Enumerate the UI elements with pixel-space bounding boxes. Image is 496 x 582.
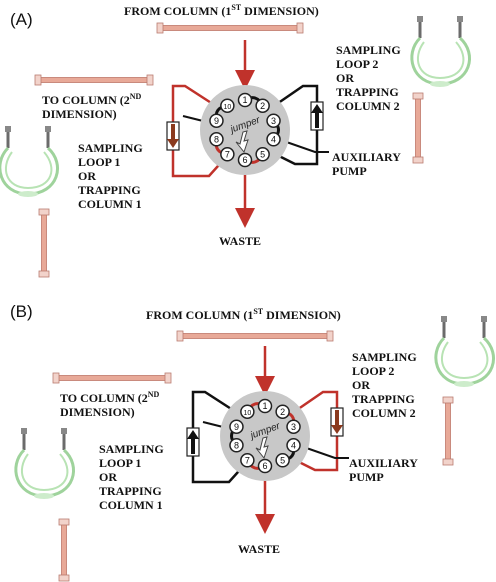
panel-a-port-label-6: 6 (242, 155, 247, 165)
panel-a-port-7 (220, 147, 235, 162)
panel-b-rotate-arrow-icon (255, 436, 269, 460)
panel-b-port-label-8: 8 (234, 440, 239, 450)
panel-b-port-label-1: 1 (262, 401, 267, 411)
panel-b-trap1-flow-arrow-icon (187, 430, 199, 454)
panel-a-port-label-2: 2 (260, 101, 265, 111)
panel-b-letter: (B) (10, 302, 33, 321)
panel-b-aux-pump-line (294, 443, 349, 459)
panel-a-rotate-arrow-icon (235, 130, 249, 154)
panel-a-port-label-1: 1 (242, 95, 247, 105)
panel-a-trap1-flow-arrow-icon (167, 124, 179, 148)
panel-b-port-7 (240, 453, 255, 468)
panel-b-loop2-coil-icon (434, 316, 495, 387)
panel-a-port-6 (237, 152, 253, 168)
panel-a-port-label-3: 3 (271, 116, 276, 126)
panel-a-port-2 (255, 98, 270, 113)
panel-a-from-column-label: FROM COLUMN (1ST DIMENSION) (124, 3, 319, 19)
panel-b-port-label-5: 5 (280, 455, 285, 465)
panel-a-port-label-8: 8 (214, 134, 219, 144)
panel-a-port-5 (255, 147, 270, 162)
panel-b-port-5 (275, 453, 290, 468)
panel-a-trap1-tube (38, 208, 50, 278)
panel-a-port-label-10: 10 (223, 104, 231, 111)
panel-a-waste-label: WASTE (219, 234, 262, 248)
panel-b-port-3 (286, 419, 301, 434)
panel-a-port-3 (266, 113, 281, 128)
panel-a-port-label-7: 7 (225, 149, 230, 159)
panel-b-port-label-10: 10 (243, 410, 251, 417)
panel-a-port-label-9: 9 (214, 116, 219, 126)
panel-a-port-label-4: 4 (271, 134, 276, 144)
panel-a-trap2-flow-arrow-icon (311, 104, 323, 128)
panel-b-trap1-tube (58, 518, 70, 582)
panel-b-to-column-tube (52, 372, 172, 384)
panel-a-port-4 (266, 132, 281, 147)
panel-b-loop1-coil-icon (14, 428, 75, 499)
panel-b-waste-label: WASTE (238, 542, 281, 556)
panel-b-port-label-7: 7 (245, 455, 250, 465)
panel-a-port-1 (237, 92, 253, 108)
panel-b-port-label-4: 4 (291, 440, 296, 450)
panel-a-trap2-tube (412, 92, 424, 164)
panel-b-port-label-9: 9 (234, 422, 239, 432)
panel-a-port-10 (220, 98, 235, 113)
panel-b-trap2-tube (442, 396, 454, 466)
panel-b-port-2 (275, 404, 290, 419)
panel-b-port-8 (229, 438, 244, 453)
panel-b-port-label-6: 6 (262, 461, 267, 471)
panel-a-aux-pump-line (274, 137, 329, 153)
panel-a-from-column-tube (156, 22, 304, 34)
panel-b-from-column-label: FROM COLUMN (1ST DIMENSION) (146, 307, 341, 323)
panel-a-port-9 (209, 113, 224, 128)
panel-b-port-4 (286, 438, 301, 453)
panel-b-port-label-2: 2 (280, 407, 285, 417)
panel-a-port-label-5: 5 (260, 149, 265, 159)
panel-b-port-6 (257, 458, 273, 474)
panel-b-trap2-flow-arrow-icon (331, 410, 343, 434)
panel-b-port-10 (240, 404, 255, 419)
panel-b-from-column-tube (176, 330, 334, 342)
panel-a-loop1-coil-icon (0, 126, 59, 197)
panel-b-port-1 (257, 398, 273, 414)
panel-b-port-label-3: 3 (291, 422, 296, 432)
panel-a-port-8 (209, 132, 224, 147)
panel-a-to-column-tube (34, 74, 154, 86)
panel-a-loop2-coil-icon (410, 16, 471, 87)
panel-a-letter: (A) (10, 10, 33, 29)
panel-b-port-9 (229, 419, 244, 434)
